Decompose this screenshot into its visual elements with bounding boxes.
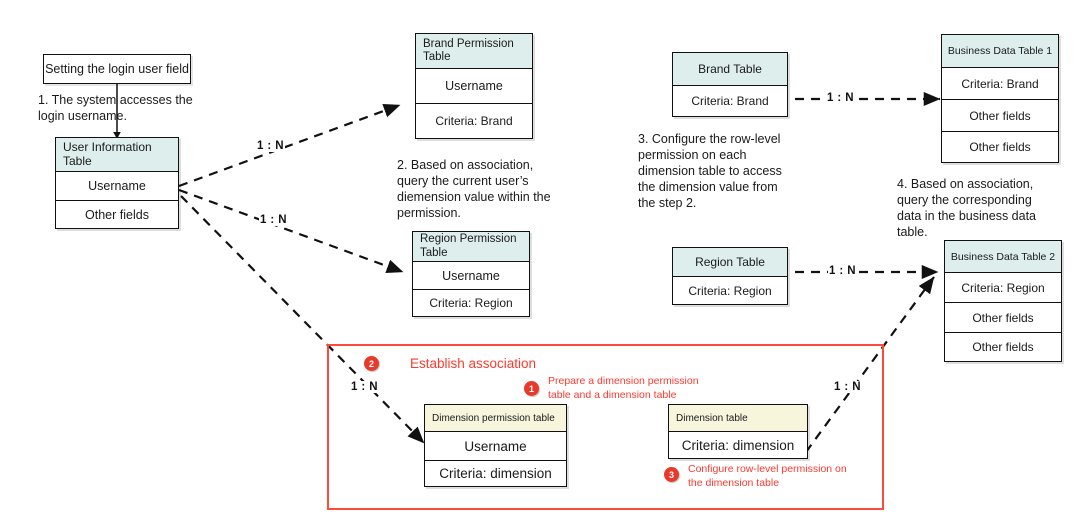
- cardinality-region-to-business-data-2: 1 : N: [828, 265, 857, 277]
- table-business-data-1: Business Data Table 1 Criteria: Brand Ot…: [941, 34, 1059, 163]
- table-region-permission-header: Region Permission Table: [413, 232, 529, 262]
- table-brand-permission-header: Brand Permission Table: [416, 34, 532, 69]
- table-business-data-1-header: Business Data Table 1: [942, 35, 1058, 68]
- table-business-data-1-row: Criteria: Brand: [942, 68, 1058, 100]
- table-region-permission-row: Criteria: Region: [413, 290, 529, 316]
- step-1-text: 1. The system accesses the login usernam…: [38, 93, 193, 123]
- cardinality-user-to-dimension-permission: 1 : N: [350, 381, 379, 393]
- table-business-data-2: Business Data Table 2 Criteria: Region O…: [944, 240, 1062, 362]
- cardinality-user-to-brand-permission: 1 : N: [256, 140, 285, 152]
- step-2-text: 2. Based on association, query the curre…: [397, 158, 551, 220]
- table-region-row: Criteria: Region: [673, 277, 787, 304]
- table-dimension-permission-header: Dimension permission table: [425, 405, 566, 432]
- table-dimension-header: Dimension table: [669, 405, 807, 432]
- callout-1-text: Prepare a dimension permission table and…: [548, 375, 699, 402]
- table-region: Region Table Criteria: Region: [672, 247, 788, 305]
- table-brand-row: Criteria: Brand: [673, 86, 787, 116]
- table-brand-permission: Brand Permission Table Username Criteria…: [415, 33, 533, 139]
- cardinality-dimension-to-business-data-2: 1 : N: [833, 381, 862, 393]
- table-business-data-2-row: Criteria: Region: [945, 273, 1061, 303]
- establish-association-title: Establish association: [410, 356, 537, 371]
- table-business-data-2-header: Business Data Table 2: [945, 241, 1061, 273]
- table-user-information-row: Other fields: [56, 201, 178, 228]
- table-dimension-permission: Dimension permission table Username Crit…: [424, 404, 567, 487]
- table-brand: Brand Table Criteria: Brand: [672, 52, 788, 117]
- table-business-data-2-row: Other fields: [945, 303, 1061, 333]
- table-region-permission: Region Permission Table Username Criteri…: [412, 231, 530, 317]
- cardinality-user-to-region-permission: 1 : N: [259, 214, 288, 226]
- callout-badge-3: 3: [664, 467, 679, 482]
- table-user-information: User Information Table Username Other fi…: [55, 137, 179, 229]
- table-dimension: Dimension table Criteria: dimension: [668, 404, 808, 459]
- wire-user-to-region-permission: [178, 188, 404, 274]
- callout-badge-2: 2: [364, 356, 379, 371]
- table-business-data-1-row: Other fields: [942, 132, 1058, 162]
- table-brand-permission-row: Criteria: Brand: [416, 104, 532, 138]
- table-user-information-row: Username: [56, 172, 178, 201]
- callout-3-text: Configure row-level permission on the di…: [688, 463, 847, 490]
- establish-association-group: [327, 344, 884, 510]
- table-brand-permission-row: Username: [416, 69, 532, 104]
- setting-login-user-field-label: Setting the login user field: [45, 62, 189, 76]
- table-region-permission-row: Username: [413, 262, 529, 290]
- setting-login-user-field-box: Setting the login user field: [43, 54, 191, 84]
- table-user-information-header: User Information Table: [56, 138, 178, 172]
- table-dimension-permission-row: Username: [425, 432, 566, 461]
- table-business-data-1-row: Other fields: [942, 100, 1058, 132]
- table-business-data-2-row: Other fields: [945, 333, 1061, 361]
- step-4-text: 4. Based on association, query the corre…: [897, 177, 1036, 239]
- table-dimension-row: Criteria: dimension: [669, 432, 807, 458]
- step-3-text: 3. Configure the row-level permission on…: [638, 132, 782, 210]
- table-dimension-permission-row: Criteria: dimension: [425, 461, 566, 486]
- cardinality-brand-to-business-data-1: 1 : N: [826, 92, 855, 104]
- callout-badge-1: 1: [524, 381, 539, 396]
- table-brand-header: Brand Table: [673, 53, 787, 86]
- table-region-header: Region Table: [673, 248, 787, 277]
